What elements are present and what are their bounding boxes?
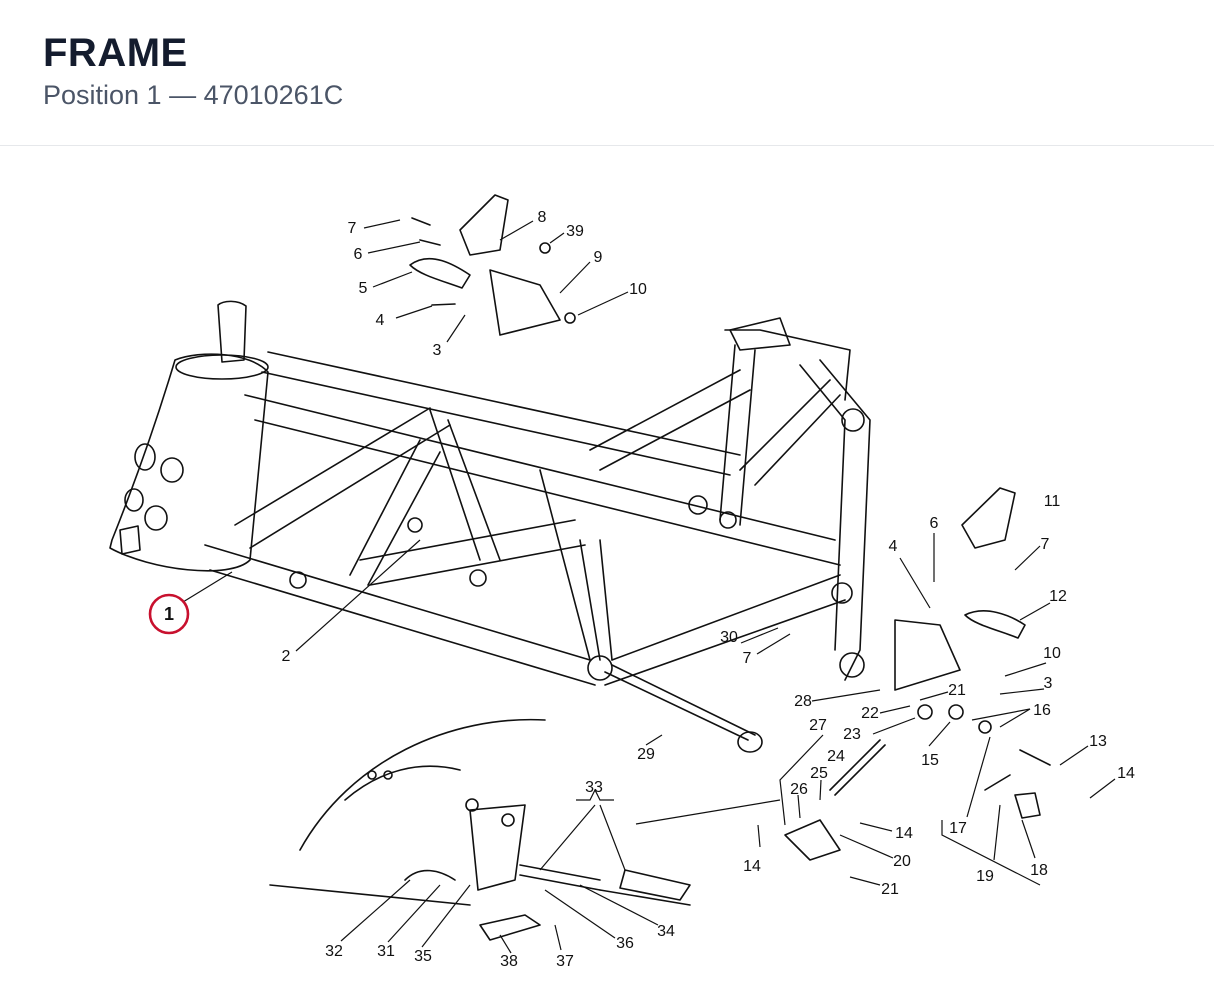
callout-19[interactable]: 19 [976,868,994,885]
callout-5[interactable]: 5 [359,280,368,297]
callout-14c[interactable]: 14 [743,858,761,875]
callout-21[interactable]: 21 [948,682,966,699]
callout-34[interactable]: 34 [657,923,675,940]
callout-25[interactable]: 25 [810,765,828,782]
callout-28[interactable]: 28 [794,693,812,710]
callout-3[interactable]: 3 [433,342,442,359]
page-subtitle: Position 1 — 47010261C [43,80,344,110]
callout-37[interactable]: 37 [556,953,574,970]
callout-2[interactable]: 2 [282,648,291,665]
callout-36[interactable]: 36 [616,935,634,952]
callout-13[interactable]: 13 [1089,733,1107,750]
selected-callout-ring[interactable] [148,593,190,635]
callout-6[interactable]: 6 [354,246,363,263]
callout-7[interactable]: 7 [348,220,357,237]
callout-22[interactable]: 22 [861,705,879,722]
callout-7b[interactable]: 7 [743,650,752,667]
callout-18[interactable]: 18 [1030,862,1048,879]
callout-7c[interactable]: 7 [1041,536,1050,553]
callout-33[interactable]: 33 [585,779,603,796]
frame-drawing [109,194,1051,941]
callout-9[interactable]: 9 [594,249,603,266]
callout-38[interactable]: 38 [500,953,518,970]
callout-29[interactable]: 29 [637,746,655,763]
page-title: FRAME [43,31,188,75]
callout-12[interactable]: 12 [1049,588,1067,605]
callout-10[interactable]: 10 [629,281,647,298]
callout-4b[interactable]: 4 [889,538,898,555]
callout-16[interactable]: 16 [1033,702,1051,719]
page-header: FRAME Position 1 — 47010261C [0,0,1214,146]
callout-6b[interactable]: 6 [930,515,939,532]
callout-23[interactable]: 23 [843,726,861,743]
callout-10b[interactable]: 10 [1043,645,1061,662]
callout-4[interactable]: 4 [376,312,385,329]
callout-15[interactable]: 15 [921,752,939,769]
callout-21b[interactable]: 21 [881,881,899,898]
exploded-parts-diagram: 1 2 3 4 5 6 7 8 9 10 11 12 13 14 15 16 1… [0,147,1214,1001]
callout-8[interactable]: 8 [538,209,547,226]
callout-39[interactable]: 39 [566,223,584,240]
callout-14[interactable]: 14 [1117,765,1135,782]
callout-27[interactable]: 27 [809,717,827,734]
callout-14b[interactable]: 14 [895,825,913,842]
leader-lines [182,219,1116,954]
callout-1[interactable]: 1 [164,604,174,624]
callout-32[interactable]: 32 [325,943,343,960]
callout-labels: 1 2 3 4 5 6 7 8 9 10 11 12 13 14 15 16 1… [164,209,1135,970]
callout-17[interactable]: 17 [949,820,967,837]
diagram-svg: 1 2 3 4 5 6 7 8 9 10 11 12 13 14 15 16 1… [109,194,1135,970]
callout-20[interactable]: 20 [893,853,911,870]
callout-31[interactable]: 31 [377,943,395,960]
callout-3b[interactable]: 3 [1044,675,1053,692]
callout-30[interactable]: 30 [720,629,738,646]
callout-26[interactable]: 26 [790,781,808,798]
callout-11[interactable]: 11 [1044,493,1061,510]
callout-35[interactable]: 35 [414,948,432,965]
callout-24[interactable]: 24 [827,748,845,765]
